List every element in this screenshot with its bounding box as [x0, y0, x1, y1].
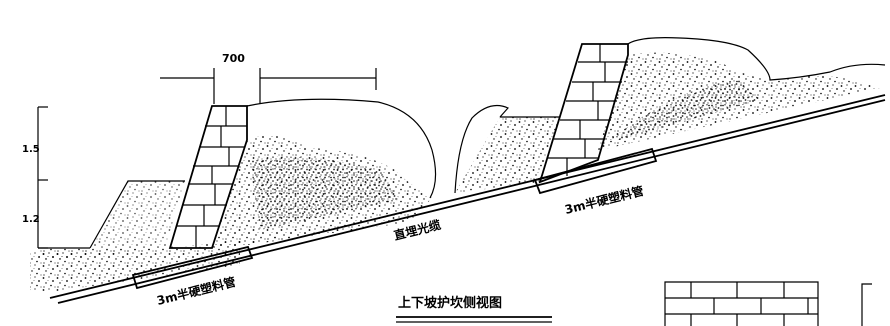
dimension-height-lower-label: 1.2 — [22, 214, 40, 225]
dimension-heights: 1.5 1.2 — [22, 106, 48, 249]
upper-brick-wall — [538, 43, 629, 184]
pipe-right-label: 3m半硬塑料管 — [563, 183, 645, 217]
view-title-block: 上下坡护坎侧视图 — [396, 295, 552, 323]
pipe-left-label: 3m半硬塑料管 — [155, 274, 237, 308]
ground-fill — [30, 52, 880, 292]
dimension-top-width: 700 — [160, 52, 377, 104]
dimension-height-upper-label: 1.5 — [22, 144, 40, 155]
brick-detail-partial — [664, 281, 872, 326]
dimension-top-width-label: 700 — [222, 52, 245, 65]
soil-outlines — [89, 37, 886, 249]
view-title: 上下坡护坎侧视图 — [398, 295, 502, 311]
pipe-right — [533, 147, 658, 195]
pipe-left — [131, 245, 254, 290]
lower-brick-wall — [168, 105, 248, 249]
